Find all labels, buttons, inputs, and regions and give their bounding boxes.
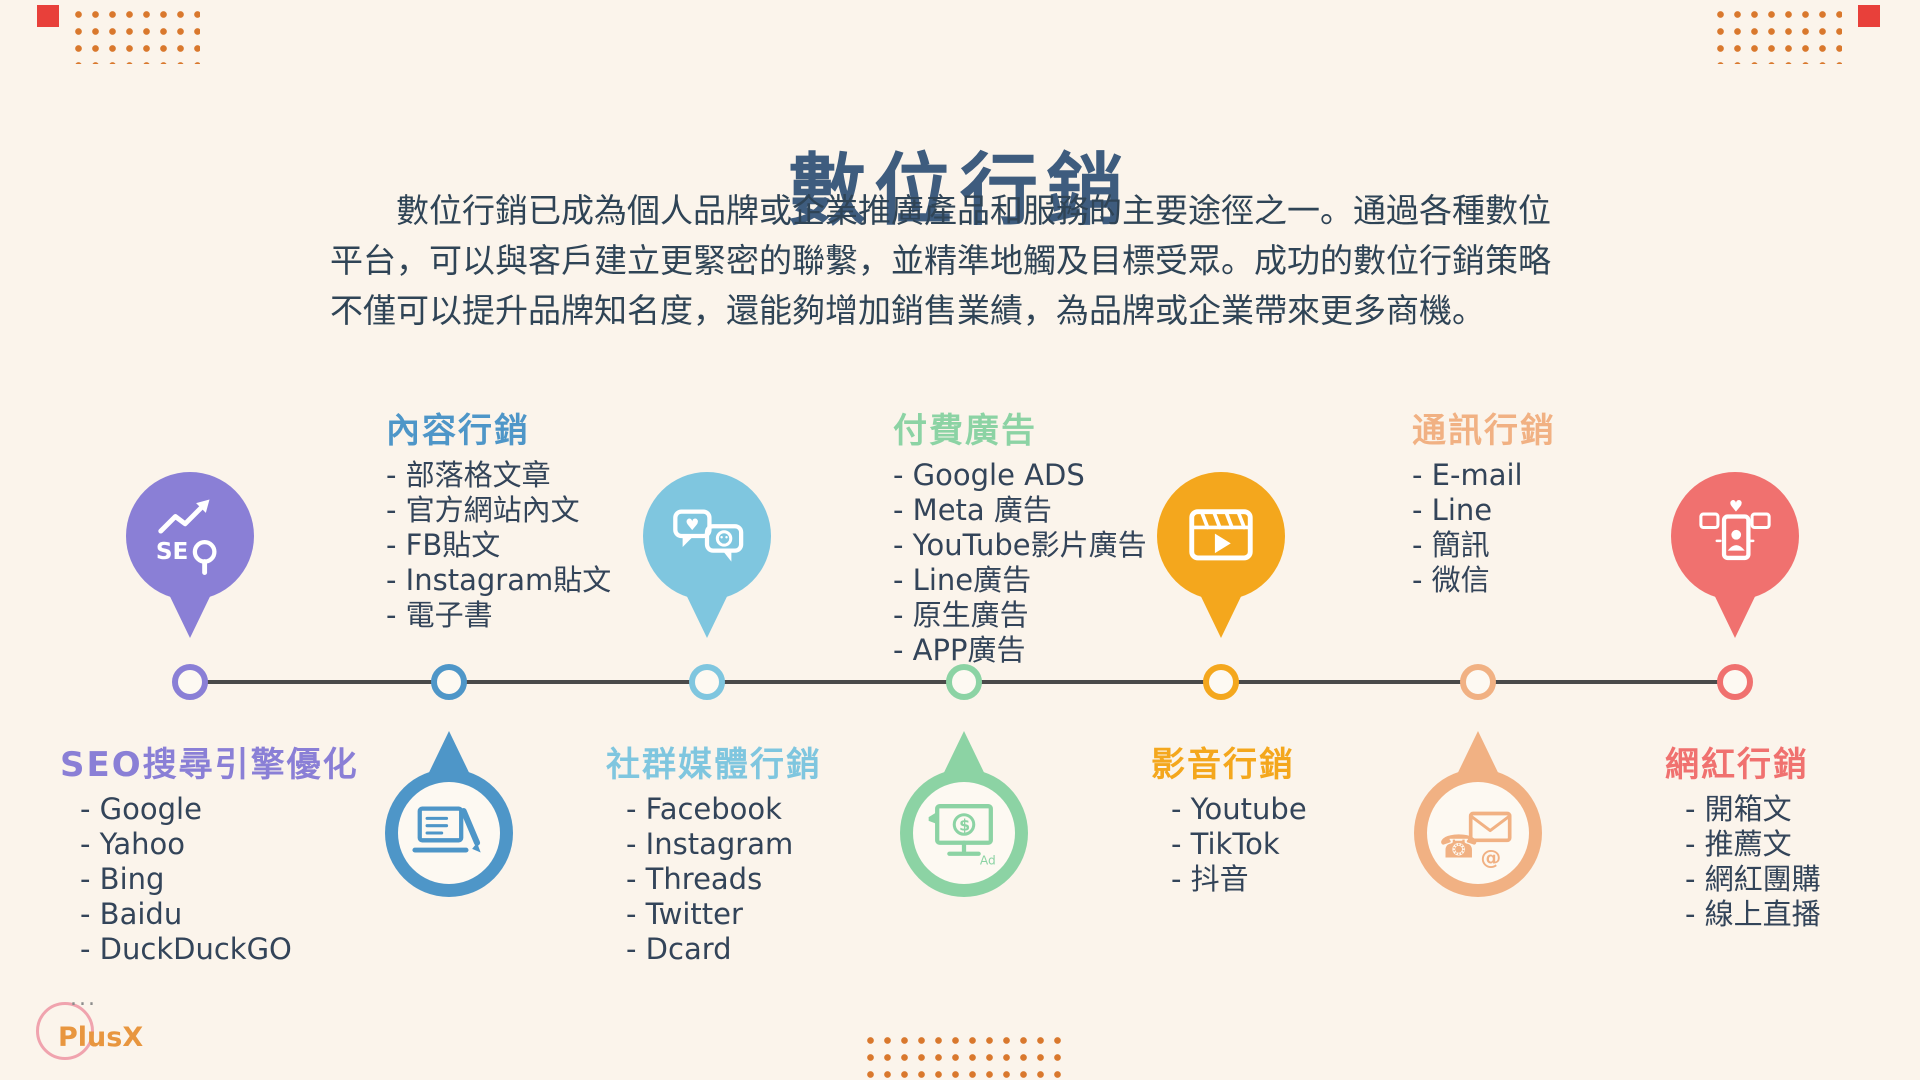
- section-social-media: 社群媒體行銷 - Facebook - Instagram - Threads …: [606, 744, 822, 967]
- section-item-list: - 部落格文章 - 官方網站內文 - FB貼文 - Instagram貼文 - …: [386, 458, 611, 633]
- list-item: - E-mail: [1412, 458, 1523, 492]
- section-messaging: 通訊行銷 - E-mail - Line - 簡訊 - 微信: [1412, 410, 1556, 598]
- dot-grid-top-right: [1712, 6, 1842, 64]
- section-title: 影音行銷: [1151, 745, 1295, 785]
- svg-text:Ad: Ad: [980, 854, 996, 868]
- drop-core: $ Ad: [913, 782, 1015, 884]
- plusx-logo: ... PlusX: [36, 986, 166, 1064]
- section-item-list: - E-mail - Line - 簡訊 - 微信: [1412, 458, 1556, 598]
- intro-paragraph: 數位行銷已成為個人品牌或企業推廣產品和服務的主要途徑之一。通過各種數位 平台，可…: [330, 186, 1600, 336]
- svg-text:@: @: [1480, 846, 1501, 870]
- section-title: 網紅行銷: [1665, 745, 1809, 785]
- section-item-list: - Google ADS - Meta 廣告 - YouTube影片廣告 - L…: [893, 458, 1147, 668]
- logo-ring-icon: [36, 1002, 94, 1060]
- list-item: - 推薦文: [1685, 827, 1792, 861]
- drop-core: [398, 782, 500, 884]
- phone-envelope-icon: ☎ @: [1439, 811, 1512, 870]
- list-item: - Instagram貼文: [386, 563, 612, 597]
- seo-pin: SE: [126, 472, 254, 600]
- list-item: - Baidu: [80, 897, 183, 931]
- svg-text:SE: SE: [156, 539, 188, 565]
- section-content-marketing: 內容行銷 - 部落格文章 - 官方網站內文 - FB貼文 - Instagram…: [386, 410, 611, 633]
- list-item: - 部落格文章: [386, 458, 551, 492]
- intro-line: 不僅可以提升品牌知名度，還能夠增加銷售業績，為品牌或企業帶來更多商機。: [330, 291, 1485, 330]
- list-item: - Facebook: [626, 792, 782, 826]
- section-title: 付費廣告: [893, 411, 1037, 451]
- laptop-writing-icon: [412, 806, 481, 853]
- list-item: - Bing: [80, 862, 165, 896]
- list-item: - 開箱文: [1685, 792, 1792, 826]
- list-item: - Line廣告: [893, 563, 1032, 597]
- section-video-marketing: 影音行銷 - Youtube - TikTok - 抖音: [1151, 744, 1307, 897]
- list-item: - DuckDuckGO: [80, 932, 292, 966]
- list-item: - 抖音: [1171, 862, 1249, 896]
- paid-ads-drop: $ Ad: [900, 769, 1028, 897]
- list-item: - 官方網站內文: [386, 493, 580, 527]
- section-title: 社群媒體行銷: [606, 745, 822, 785]
- seo-magnifier-icon: SE: [156, 499, 217, 575]
- svg-text:☎: ☎: [1439, 829, 1478, 865]
- logo-dots: ...: [70, 986, 97, 1011]
- list-item: - TikTok: [1171, 827, 1280, 861]
- svg-text:♥: ♥: [1729, 497, 1743, 516]
- svg-text:$: $: [959, 816, 970, 835]
- section-paid-ads: 付費廣告 - Google ADS - Meta 廣告 - YouTube影片廣…: [893, 410, 1147, 668]
- list-item: - 微信: [1412, 563, 1490, 597]
- section-seo: SEO搜尋引擎優化 - Google - Yahoo - Bing - Baid…: [60, 744, 359, 967]
- list-item: - 線上直播: [1685, 897, 1821, 931]
- section-item-list: - Youtube - TikTok - 抖音: [1151, 792, 1307, 897]
- influencer-phone-icon: ♥: [1699, 497, 1771, 561]
- page-title: 數位行銷: [787, 146, 1132, 237]
- list-item: - Dcard: [626, 932, 732, 966]
- list-item: - APP廣告: [893, 633, 1026, 667]
- corner-square-top-left: [37, 5, 59, 27]
- list-item: - 原生廣告: [893, 598, 1029, 632]
- intro-line: 數位行銷已成為個人品牌或企業推廣產品和服務的主要途徑之一。通過各種數位: [396, 191, 1551, 230]
- chat-bubbles-icon: ♥: [673, 509, 744, 562]
- social-media-pin: ♥: [643, 472, 771, 600]
- list-item: - Threads: [626, 862, 763, 896]
- list-item: - Meta 廣告: [893, 493, 1052, 527]
- list-item: - Instagram: [626, 827, 794, 861]
- section-item-list: - 開箱文 - 推薦文 - 網紅團購 - 線上直播: [1665, 792, 1821, 932]
- list-item: - Youtube: [1171, 792, 1307, 826]
- messaging-drop: ☎ @: [1414, 769, 1542, 897]
- list-item: - Google: [80, 792, 202, 826]
- intro-line: 平台，可以與客戶建立更緊密的聯繫，並精準地觸及目標受眾。成功的數位行銷策略: [330, 241, 1551, 280]
- list-item: - 簡訊: [1412, 528, 1490, 562]
- section-item-list: - Google - Yahoo - Bing - Baidu - DuckDu…: [60, 792, 359, 967]
- timeline-node-marker: [1717, 664, 1753, 700]
- drop-core: ☎ @: [1427, 782, 1529, 884]
- timeline-node-marker: [1460, 664, 1496, 700]
- list-item: - Twitter: [626, 897, 743, 931]
- timeline-node-marker: [172, 664, 208, 700]
- influencer-pin: ♥: [1671, 472, 1799, 600]
- section-influencer: 網紅行銷 - 開箱文 - 推薦文 - 網紅團購 - 線上直播: [1665, 744, 1821, 932]
- section-item-list: - Facebook - Instagram - Threads - Twitt…: [606, 792, 822, 967]
- section-title: SEO搜尋引擎優化: [60, 745, 359, 785]
- list-item: - 電子書: [386, 598, 493, 632]
- clapperboard-play-icon: [1189, 509, 1253, 561]
- list-item: - Google ADS: [893, 458, 1085, 492]
- timeline-node-marker: [431, 664, 467, 700]
- timeline-node-marker: [1203, 664, 1239, 700]
- list-item: - YouTube影片廣告: [893, 528, 1147, 562]
- video-pin: [1157, 472, 1285, 600]
- section-title: 內容行銷: [386, 411, 530, 451]
- list-item: - FB貼文: [386, 528, 501, 562]
- section-title: 通訊行銷: [1412, 411, 1556, 451]
- timeline-node-marker: [689, 664, 725, 700]
- logo-text: PlusX: [58, 1022, 144, 1053]
- corner-square-top-right: [1858, 5, 1880, 27]
- content-marketing-drop: [385, 769, 513, 897]
- list-item: - Line: [1412, 493, 1493, 527]
- svg-text:♥: ♥: [685, 515, 699, 534]
- dot-grid-bottom-center: [862, 1032, 1062, 1078]
- timeline-node-marker: [946, 664, 982, 700]
- list-item: - Yahoo: [80, 827, 186, 861]
- list-item: - 網紅團購: [1685, 862, 1821, 896]
- dot-grid-top-left: [70, 6, 200, 64]
- ads-monitor-icon: $ Ad: [928, 804, 996, 868]
